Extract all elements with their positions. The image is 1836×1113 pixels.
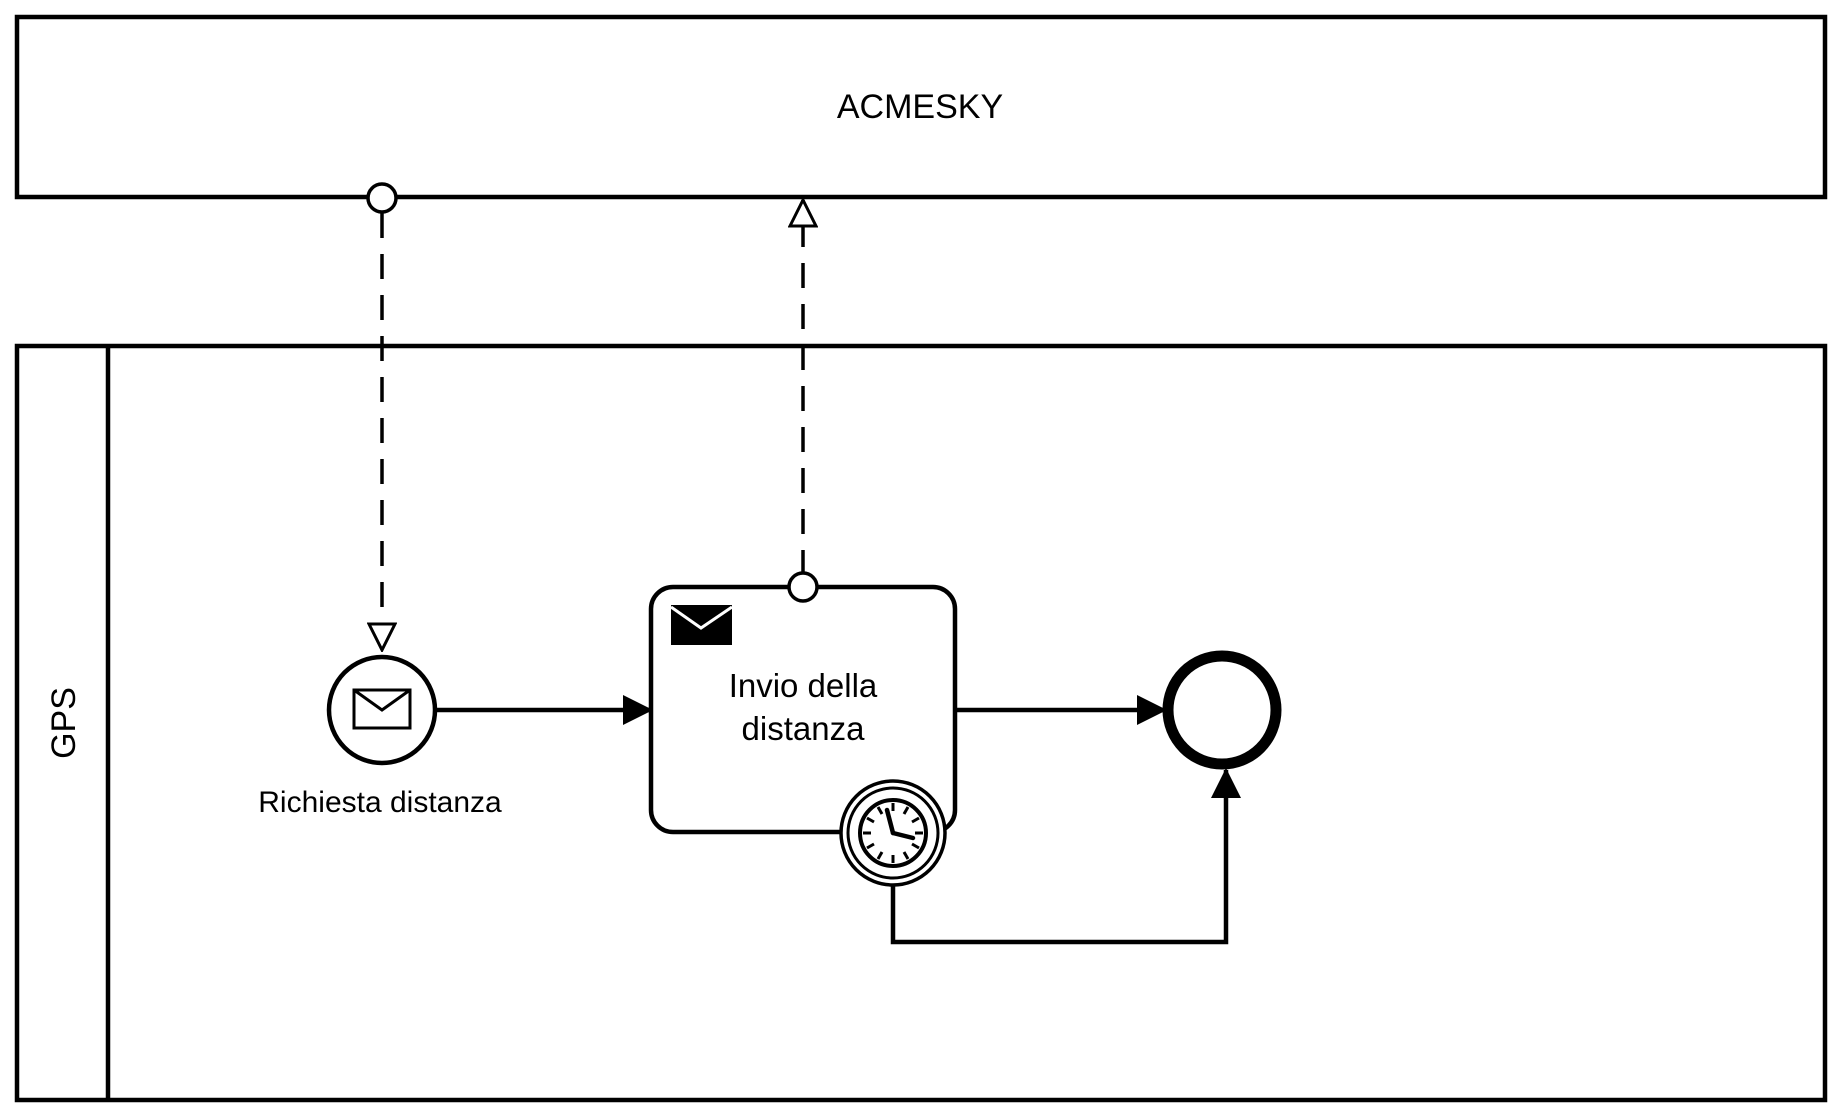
start-event-richiesta-distanza[interactable]: Richiesta distanza <box>258 654 502 819</box>
send-envelope-icon <box>670 605 733 645</box>
timer-boundary-event[interactable] <box>839 779 947 887</box>
pool-gps[interactable]: GPS <box>14 343 1828 1103</box>
message-flow-response-source <box>787 571 819 603</box>
message-flow-request[interactable] <box>366 182 398 650</box>
message-flow-request-source <box>366 182 398 214</box>
envelope-icon <box>352 688 412 730</box>
task-label-line1: Invio della <box>729 667 878 704</box>
task-invio-della-distanza[interactable]: Invio della distanza <box>648 584 958 835</box>
pool-acmesky-label: ACMESKY <box>837 88 1003 126</box>
sequence-flow-timer-to-end[interactable] <box>890 768 1241 945</box>
pool-gps-label: GPS <box>45 687 83 759</box>
clock-icon <box>858 798 928 868</box>
task-label-line2: distanza <box>742 710 866 747</box>
pool-acmesky[interactable]: ACMESKY <box>14 14 1828 200</box>
end-event[interactable] <box>1162 650 1282 770</box>
start-event-label: Richiesta distanza <box>258 786 502 819</box>
